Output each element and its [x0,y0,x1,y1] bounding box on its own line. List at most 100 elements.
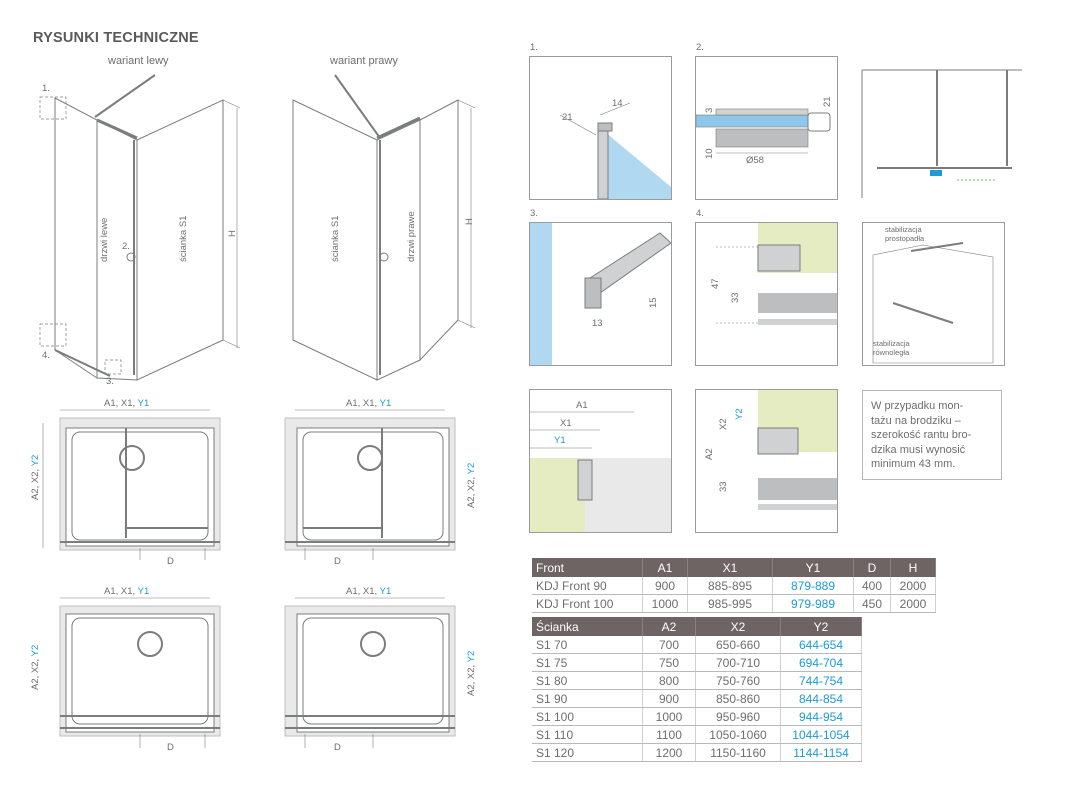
plan-tr-door-dim: D [334,556,341,567]
front-header-a1: A1 [642,558,688,577]
iso-left-height-label: H [227,230,238,237]
plan-tl-top-dim: A1, X1, Y1 [104,398,150,409]
iso-left-marker-3: 3. [106,376,114,387]
cell: 700 [642,636,696,654]
iso-drawing-left [39,74,241,381]
front-header-d: D [853,558,891,577]
detail-4-dim-b: 33 [730,292,741,303]
detail-2-dim-d: Ø58 [746,155,764,166]
detail-3-dim-b: 13 [592,318,603,329]
plan-tl-door-dim: D [167,556,174,567]
cell: 844-854 [780,689,862,708]
detail-2-dim-b: 21 [822,96,833,107]
detail-1-number: 1. [530,42,538,53]
cell: 700-710 [695,653,781,672]
detail-6-y2: Y2 [734,408,745,420]
brodzik-note-text: W przypadku mon- tażu na brodziku – szer… [871,400,972,470]
wall-header-y2: Y2 [780,617,862,636]
iso-left-wall-label: ścianka S1 [178,215,189,262]
cell: 885-895 [687,577,773,595]
cell: 450 [853,594,891,613]
detail-6-33: 33 [718,481,729,492]
stabilization-parallel-label: stabilizacja równoległa [873,339,910,357]
cell: 800 [642,671,696,690]
brodzik-note: W przypadku mon- tażu na brodziku – szer… [862,390,1002,480]
plan-top-right [284,409,456,560]
cell: KDJ Front 90 [532,577,643,595]
variant-left-label: wariant lewy [108,55,169,67]
cell: S1 110 [532,725,643,744]
cell: 979-989 [772,594,854,613]
cell: S1 90 [532,689,643,708]
detail-6-panel: A2 X2 Y2 33 [695,389,838,533]
cell: KDJ Front 100 [532,594,643,613]
front-header-front: Front [532,558,643,577]
cell: 1000 [642,594,688,613]
cell: 1150-1160 [695,743,781,762]
detail-2-panel: 3 21 10 Ø58 [695,56,838,200]
iso-left-marker-2: 2. [122,241,130,252]
cell: 2000 [890,594,936,613]
iso-right-height-label: H [464,218,475,225]
iso-door-left-label: drzwi lewe [99,217,110,262]
cell: 1100 [642,725,696,744]
detail-2-dim-c: 10 [704,148,715,159]
front-header-h: H [890,558,936,577]
stabilization-perpendicular-label: stabilizacja prostopadła [885,225,925,243]
detail-6-a2: A2 [704,448,715,460]
plan-br-door-dim: D [334,742,341,753]
plan-top-left [42,409,221,560]
detail-1-dim-b: 14 [612,98,623,109]
wall-table-header-row: Ścianka A2 X2 Y2 [532,617,862,636]
cell: S1 70 [532,636,643,654]
table-row: KDJ Front 100 1000 985-995 979-989 450 2… [532,594,936,613]
front-table-header-row: Front A1 X1 Y1 D H [532,558,936,577]
wall-header-x2: X2 [695,617,781,636]
front-header-y1: Y1 [772,558,854,577]
cell: 850-860 [695,689,781,708]
cell: S1 120 [532,743,643,762]
detail-1-panel: 21 14 [529,56,672,200]
table-row: KDJ Front 90 900 885-895 879-889 400 200… [532,577,936,595]
cell: 1144-1154 [780,743,862,762]
detail-5-panel: A1 X1 Y1 [529,389,672,533]
page-title: RYSUNKI TECHNICZNE [33,30,199,46]
cell: 650-660 [695,636,781,654]
detail-6-x2: X2 [718,418,729,430]
plan-br-top-dim: A1, X1, Y1 [346,586,392,597]
wall-header-scianka: Ścianka [532,617,643,636]
cell: 900 [642,689,696,708]
iso-right-wall-label: ścianka S1 [330,215,341,262]
cell: S1 75 [532,653,643,672]
plan-bottom-right [284,597,456,748]
detail-5-a1: A1 [576,400,588,411]
cell: 400 [853,577,891,595]
cell: 750-760 [695,671,781,690]
iso-left-marker-1: 1. [42,83,50,94]
front-header-x1: X1 [687,558,773,577]
cell: 750 [642,653,696,672]
detail-4-number: 4. [696,208,704,219]
cell: 644-654 [780,636,862,654]
cell: 1200 [642,743,696,762]
cell: 744-754 [780,671,862,690]
iso-door-right-label: drzwi prawe [406,211,417,262]
variant-right-label: wariant prawy [330,55,398,67]
plan-bottom-left [59,597,221,748]
detail-5-y1: Y1 [554,435,566,446]
iso-drawing-right [292,74,476,381]
cell: 900 [642,577,688,595]
cell: 944-954 [780,707,862,726]
cell: 950-960 [695,707,781,726]
cell: 1000 [642,707,696,726]
cell: S1 80 [532,671,643,690]
cell: S1 100 [532,707,643,726]
plan-bl-door-dim: D [167,742,174,753]
plan-tr-top-dim: A1, X1, Y1 [346,398,392,409]
wall-header-a2: A2 [642,617,696,636]
detail-2-number: 2. [696,42,704,53]
